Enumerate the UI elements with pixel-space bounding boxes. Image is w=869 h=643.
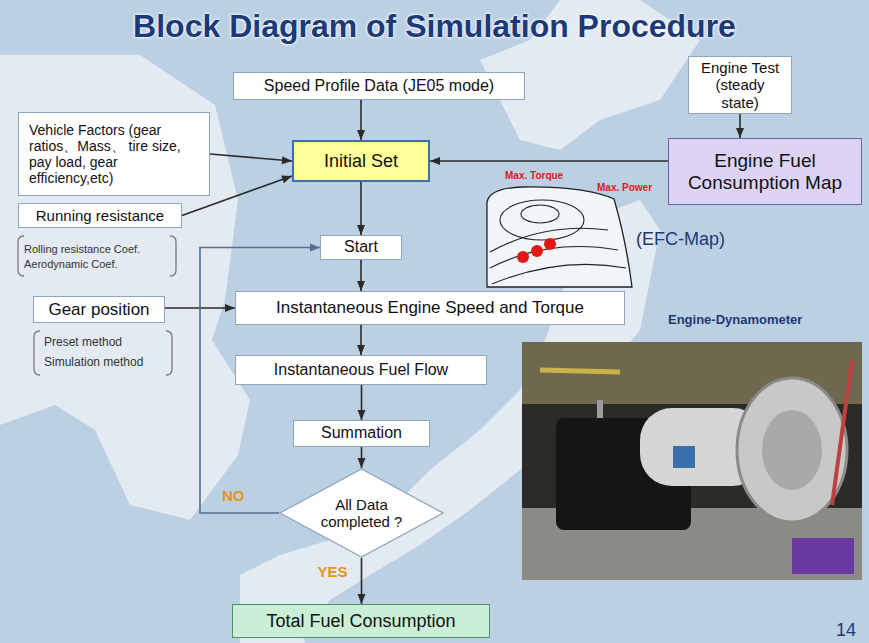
arrow-head	[430, 157, 440, 165]
contour	[500, 200, 584, 240]
process-box: Instantaneous Engine Speed and Torque	[235, 291, 625, 325]
contour	[521, 205, 559, 223]
connector-line	[430, 160, 668, 162]
result-box: Total Fuel Consumption	[232, 604, 490, 638]
map-caption: (EFC-Map)	[636, 229, 725, 250]
efc-map-sketch	[487, 187, 632, 287]
map-annotation: Max. Power	[597, 182, 652, 194]
operating-point	[517, 251, 529, 263]
contour	[490, 228, 608, 252]
node-text: Total Fuel Consumption	[266, 611, 455, 632]
page-number: 14	[836, 620, 856, 641]
flow-arrow	[357, 182, 365, 235]
coefficient-note: Aerodynamic Coef.	[24, 258, 118, 271]
edge-label: NO	[222, 487, 245, 504]
sensor	[673, 446, 695, 468]
arrow-head	[310, 244, 320, 252]
flow-arrow	[210, 154, 292, 164]
arrow-head	[281, 176, 292, 184]
arrow-head	[357, 281, 365, 291]
process-box: Instantaneous Fuel Flow	[235, 355, 487, 385]
node-text: Engine Test (steady state)	[695, 59, 785, 111]
parameter-box: Gear position	[33, 296, 165, 323]
node-text: Start	[344, 238, 378, 256]
edge-label: YES	[318, 563, 348, 580]
parameter-box: Vehicle Factors (gear ratios、Mass、 tire …	[18, 112, 210, 196]
mainland	[0, 55, 250, 520]
process-box: Summation	[293, 420, 430, 447]
flow-arrow	[357, 260, 365, 291]
arrow-head	[358, 410, 366, 420]
data-box: Speed Profile Data (JE05 mode)	[233, 72, 525, 100]
arrow-head	[282, 156, 292, 164]
flow-arrow	[430, 157, 668, 165]
process-box: Initial Set	[292, 140, 430, 182]
flow-arrow	[357, 325, 365, 355]
node-text: Running resistance	[36, 207, 164, 224]
map-box: Engine Fuel Consumption Map	[668, 138, 862, 205]
arrow-head	[357, 345, 365, 355]
node-text: Initial Set	[324, 151, 398, 172]
arrow-head	[357, 130, 365, 140]
decision-diamond: All Data completed ?	[279, 468, 444, 558]
node-text: Instantaneous Fuel Flow	[274, 361, 448, 379]
method-note: Preset method	[44, 336, 122, 350]
arrow-head	[357, 225, 365, 235]
contour	[492, 264, 626, 284]
flow-arrow	[358, 447, 366, 468]
method-note: Simulation method	[44, 356, 143, 370]
flow-arrow	[357, 100, 365, 140]
dyno-drum	[737, 378, 847, 522]
photo-caption: Engine-Dynamometer	[668, 313, 802, 328]
arrow-head	[736, 128, 744, 138]
operating-point	[544, 238, 556, 250]
flow-arrow	[736, 114, 744, 138]
slide-title: Block Diagram of Simulation Procedure	[0, 8, 869, 45]
node-text: Vehicle Factors (gear ratios、Mass、 tire …	[29, 122, 199, 186]
bracket	[170, 236, 176, 276]
photo-ground	[522, 342, 862, 580]
bracket	[166, 331, 172, 375]
map-annotation: Max. Torque	[505, 170, 563, 182]
bracket	[18, 236, 24, 276]
operating-point	[531, 245, 543, 257]
node-text: Speed Profile Data (JE05 mode)	[264, 77, 494, 95]
connector-line	[210, 154, 292, 161]
arrow-head	[358, 594, 366, 604]
pipe	[597, 400, 603, 418]
diamond-shape	[280, 469, 443, 557]
coefficient-note: Rolling resistance Coef.	[24, 243, 140, 256]
node-text: Summation	[321, 424, 402, 442]
bracket	[34, 331, 40, 375]
dyno-hub	[762, 410, 822, 490]
process-box: Start	[320, 235, 402, 260]
node-text: All Data completed ?	[312, 496, 412, 531]
equipment-box	[792, 538, 854, 574]
pipe	[540, 370, 620, 372]
data-box: Engine Test (steady state)	[688, 56, 792, 114]
pipe	[832, 360, 852, 505]
parameter-box: Running resistance	[18, 203, 182, 228]
dynamometer-photo	[522, 342, 862, 580]
flow-arrow	[358, 385, 366, 420]
node-text: Instantaneous Engine Speed and Torque	[276, 298, 584, 318]
arrow-head	[225, 304, 235, 312]
node-text: Engine Fuel Consumption Map	[675, 150, 855, 194]
node-text: Gear position	[48, 300, 149, 320]
flow-arrow	[358, 558, 366, 604]
arrow-head	[358, 458, 366, 468]
map-outline	[487, 187, 632, 287]
